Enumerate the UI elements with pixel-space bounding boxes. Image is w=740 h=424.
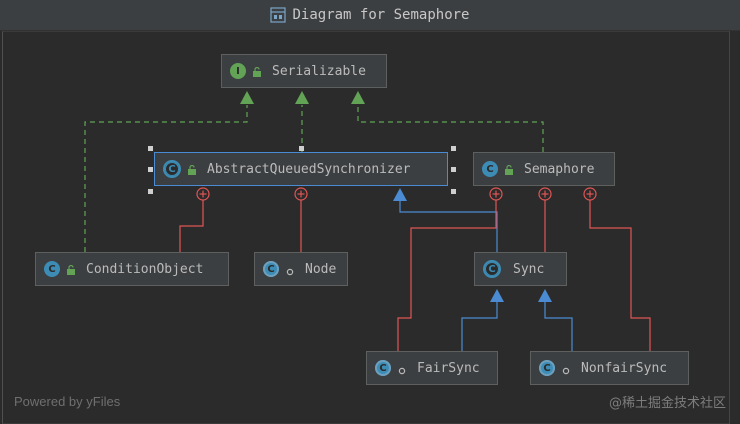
vertical-scrollbar[interactable] bbox=[729, 31, 740, 424]
inner-circle-2 bbox=[294, 187, 308, 201]
extends-arrowheads bbox=[393, 188, 552, 302]
static-class-icon: C bbox=[375, 360, 391, 376]
node-node[interactable]: C Node bbox=[254, 252, 348, 286]
package-private-icon bbox=[286, 265, 294, 276]
selection-handle[interactable] bbox=[451, 167, 456, 172]
inner-circle-1 bbox=[196, 187, 210, 201]
interface-icon: I bbox=[230, 63, 246, 79]
edge-semaphore-serializable bbox=[357, 105, 544, 152]
class-icon: C bbox=[44, 261, 60, 277]
arrowhead-2 bbox=[295, 91, 309, 104]
arrowhead-3 bbox=[351, 91, 365, 104]
edge-conditionobject-serializable bbox=[84, 105, 248, 252]
window-title: Diagram for Semaphore bbox=[292, 7, 470, 23]
public-lock-icon bbox=[66, 264, 76, 275]
node-nonfair-sync[interactable]: C NonfairSync bbox=[530, 351, 689, 385]
node-fair-sync[interactable]: C FairSync bbox=[366, 351, 498, 385]
title-wrap: Diagram for Semaphore bbox=[0, 0, 740, 30]
edge-nonfairsync-sync bbox=[544, 302, 573, 351]
node-label: Sync bbox=[513, 261, 545, 277]
arrowhead-4 bbox=[393, 188, 407, 201]
static-class-icon: C bbox=[263, 261, 279, 277]
class-icon: C bbox=[482, 161, 498, 177]
edge-conditionobject-aqs bbox=[179, 200, 204, 252]
static-class-icon: C bbox=[539, 360, 555, 376]
abstract-class-icon: C bbox=[483, 260, 501, 278]
node-label: Node bbox=[305, 261, 337, 277]
abstract-class-icon: C bbox=[163, 160, 181, 178]
inner-circle-5 bbox=[583, 187, 597, 201]
powered-by-label: Powered by yFiles bbox=[14, 394, 121, 409]
node-label: FairSync bbox=[417, 360, 480, 376]
title-bar: Diagram for Semaphore bbox=[0, 0, 740, 31]
node-serializable[interactable]: I Serializable bbox=[221, 54, 387, 88]
edge-fairsync-semaphore bbox=[397, 200, 497, 351]
public-lock-icon bbox=[504, 164, 514, 175]
inner-circle-4 bbox=[538, 187, 552, 201]
node-abstract-queued-synchronizer[interactable]: C AbstractQueuedSynchronizer bbox=[154, 152, 448, 186]
selection-handle[interactable] bbox=[148, 189, 153, 194]
arrowhead-5 bbox=[490, 289, 504, 302]
watermark: @稀土掘金技术社区 bbox=[608, 396, 726, 411]
selection-handle[interactable] bbox=[148, 167, 153, 172]
node-semaphore[interactable]: C Semaphore bbox=[473, 152, 615, 186]
selection-handle[interactable] bbox=[148, 146, 153, 151]
package-private-icon bbox=[398, 364, 406, 375]
inner-circles bbox=[196, 187, 597, 201]
node-sync[interactable]: C Sync bbox=[474, 252, 567, 286]
node-label: Serializable bbox=[272, 63, 366, 79]
edge-sync-aqs bbox=[399, 200, 498, 252]
inner-edges bbox=[179, 200, 651, 351]
public-lock-icon bbox=[187, 164, 197, 175]
implements-edges bbox=[84, 105, 544, 252]
node-label: AbstractQueuedSynchronizer bbox=[207, 161, 411, 177]
selection-handle[interactable] bbox=[451, 189, 456, 194]
edge-fairsync-sync bbox=[461, 302, 498, 351]
node-condition-object[interactable]: C ConditionObject bbox=[35, 252, 229, 286]
implements-arrowheads bbox=[240, 91, 365, 104]
selection-handle[interactable] bbox=[299, 146, 304, 151]
edge-nonfairsync-semaphore bbox=[589, 200, 651, 351]
arrowhead-1 bbox=[240, 91, 254, 104]
extends-edges bbox=[399, 200, 573, 351]
package-private-icon bbox=[562, 364, 570, 375]
node-label: NonfairSync bbox=[581, 360, 668, 376]
arrowhead-6 bbox=[538, 289, 552, 302]
node-label: ConditionObject bbox=[86, 261, 204, 277]
diagram-icon bbox=[270, 7, 287, 23]
selection-handle[interactable] bbox=[451, 146, 456, 151]
node-label: Semaphore bbox=[524, 161, 595, 177]
public-lock-icon bbox=[252, 66, 262, 77]
inner-circle-3 bbox=[489, 187, 503, 201]
